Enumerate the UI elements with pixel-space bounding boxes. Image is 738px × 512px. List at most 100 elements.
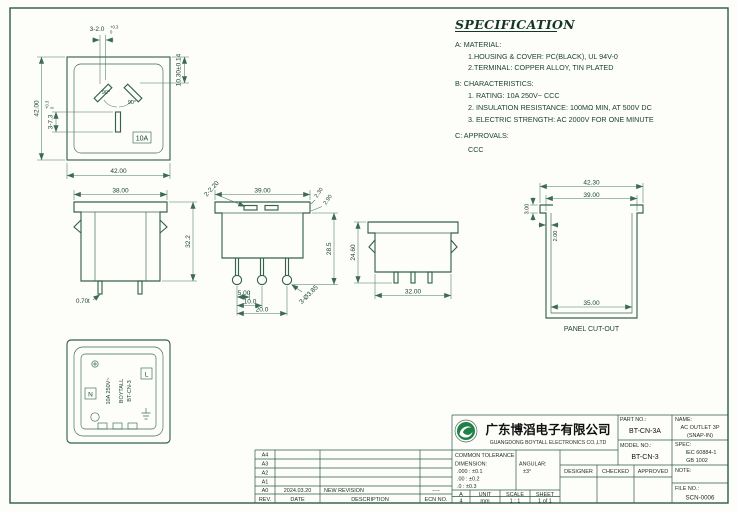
paper-size-letter: A [459,492,463,498]
revision-row-rev: A1 [262,480,269,486]
flange-step2-dim: 2.90 [323,194,334,206]
scale-label: SCALE [506,492,524,498]
designer-header: DESIGNER [564,469,593,475]
spec-value-line2: GB 1002 [686,458,708,464]
neutral-slot [123,83,143,103]
revision-row-date: 2024.03.20 [284,488,312,494]
flange-step1-dim: 2.30 [314,187,325,199]
terminal-pin [410,271,416,284]
slot-length-dim: 3-7.3 [48,114,55,129]
cutout-bottom-width-dim: 35.00 [583,300,600,307]
cutout-outer-width-dim: 42.30 [583,180,600,187]
cutout-inner-width-dim: 39.00 [583,192,600,199]
spec-c1: CCC [468,145,484,154]
model-no-value: BT-CN-3 [631,454,658,461]
panel-cutout-caption: PANEL CUT-OUT [564,326,620,333]
name-value-line2: (SNAP-IN) [687,433,713,439]
company-name-en: GUANGDONG BOYTALL ELECTRONICS CO.,LTD [490,440,607,446]
spec-a2: 2.TERMINAL: COPPER ALLOY, TIN PLATED [468,63,613,72]
slot-width-tol-lower: 0 [110,30,113,35]
neutral-mark-box [84,387,97,400]
slot-width-tol-upper: +0.3 [110,25,119,30]
sheet-border [9,7,729,504]
company-name-cn: 广东博滔电子有限公司 [485,422,610,437]
spec-b3: 3. ELECTRIC STRENGTH: AC 2000V FOR ONE M… [468,115,654,124]
file-no-label: FILE NO.: [675,486,699,492]
tolerance-row-3: .0 : ±0.3 [457,484,476,490]
vent-slot [264,204,279,211]
body-height-dim: 32.2 [185,235,192,248]
front-width-dim: 42.00 [110,168,127,175]
spec-value-line1: IEC 60884-1 [686,450,717,456]
name-label: NAME: [675,417,692,423]
panel-cutout-view: 42.30 39.00 3.00 2.00 35.00 PANEL CUT-OU… [525,180,644,333]
pitch1-dim: 5.00 [238,290,251,297]
flange-width-dim: 38.00 [112,188,129,195]
part-no-label: PART NO.: [620,417,646,423]
spec-section-b: B: CHARACTERISTICS: [455,79,534,88]
revision-row-rev: A3 [262,462,269,468]
live-mark: L [145,372,149,379]
back-model-text: BT-CN-3 [127,380,133,401]
cutout-lip-dim: 3.00 [525,204,531,215]
front-height-dim: 42.00 [34,100,41,117]
tolerance-title: COMMON TOLERANCE [455,453,515,459]
slot-length-tol-lower: 0 [50,106,55,109]
spec-label: SPEC: [675,442,691,448]
terminal-slot [127,422,138,430]
part-no-value: BT-CN-3A [629,428,661,435]
company-logo [454,419,478,443]
cutout-step-dim: 2.00 [553,231,559,242]
spec-b2: 2. INSULATION RESISTANCE: 100MΩ MIN, AT … [468,103,652,112]
screw-boss [90,412,100,422]
name-value-line1: AC OUTLET 3P [680,425,719,431]
slot-width-dim: 3-2.0 [90,26,105,33]
revision-row-description: NEW REVISION [324,488,364,494]
terminal-pin [427,271,433,284]
checked-header: CHECKED [602,469,629,475]
revision-row-rev: A4 [262,453,269,459]
sheet-label: SHEET [536,492,555,498]
neutral-mark: N [88,392,93,399]
unit-label: UNIT [479,492,492,498]
angle-right-label: 90° [128,100,136,106]
revision-header-description: DESCRIPTION [351,497,389,503]
unit-value: mm [480,498,490,504]
sideb-width-dim: 32.00 [405,289,422,296]
spec-section-c: C: APPROVALS: [455,131,509,140]
angular-tolerance: ±3° [523,469,531,475]
terminal-pin [393,271,399,284]
back-rating-text: 10A 250V~ [106,377,112,404]
file-no-value: SCN-0006 [686,495,715,502]
front-view: 90° 90° 10A 42.00 42.00 3-7.3 +0.3 0 10.… [34,25,189,179]
live-slot [93,83,113,103]
spec-b1: 1. RATING: 10A 250V~ CCC [468,91,560,100]
revision-header-ecn: ECN NO. [425,497,448,503]
terminal-slot [112,422,123,430]
section-width-dim: 39.00 [254,188,271,195]
earth-slot [114,111,122,133]
section-view: 39.00 2-2.20 2.30 2.90 28.5 5.00 10.0 20… [203,180,338,317]
revision-header-date: DATE [290,497,305,503]
dimension-label: DIMENSION: [455,462,487,468]
title-block: 广东博滔电子有限公司 GUANGDONG BOYTALL ELECTRONICS… [254,414,728,504]
scale-value: 1 : 1 [510,498,521,504]
spec-title: SPECIFICATION [455,17,575,32]
slot-length-tol-upper: +0.3 [45,100,50,109]
section-height-dim: 28.5 [326,242,333,255]
spec-section-a: A: MATERIAL: [455,40,501,49]
rating-marking-box [132,131,152,144]
top-to-slot-dim: 10.30±0.14 [176,53,183,86]
tolerance-row-1: .000 : ±0.1 [457,469,482,475]
pin-thickness-dim: 0.70t [76,298,90,305]
spec-a1: 1.HOUSING & COVER: PC(BLACK), UL 94V-0 [468,52,618,61]
pitch3-dim: 20.0 [256,307,269,314]
live-mark-box [140,367,153,380]
back-brand-text: BOYTALL [119,379,125,403]
side-view-b: 24.60 32.00 [350,221,459,299]
terminal-pin [97,280,103,295]
back-view: L N 10A 250V~ BOYTALL BT-CN-3 [66,339,171,444]
vent-slot [243,204,258,211]
